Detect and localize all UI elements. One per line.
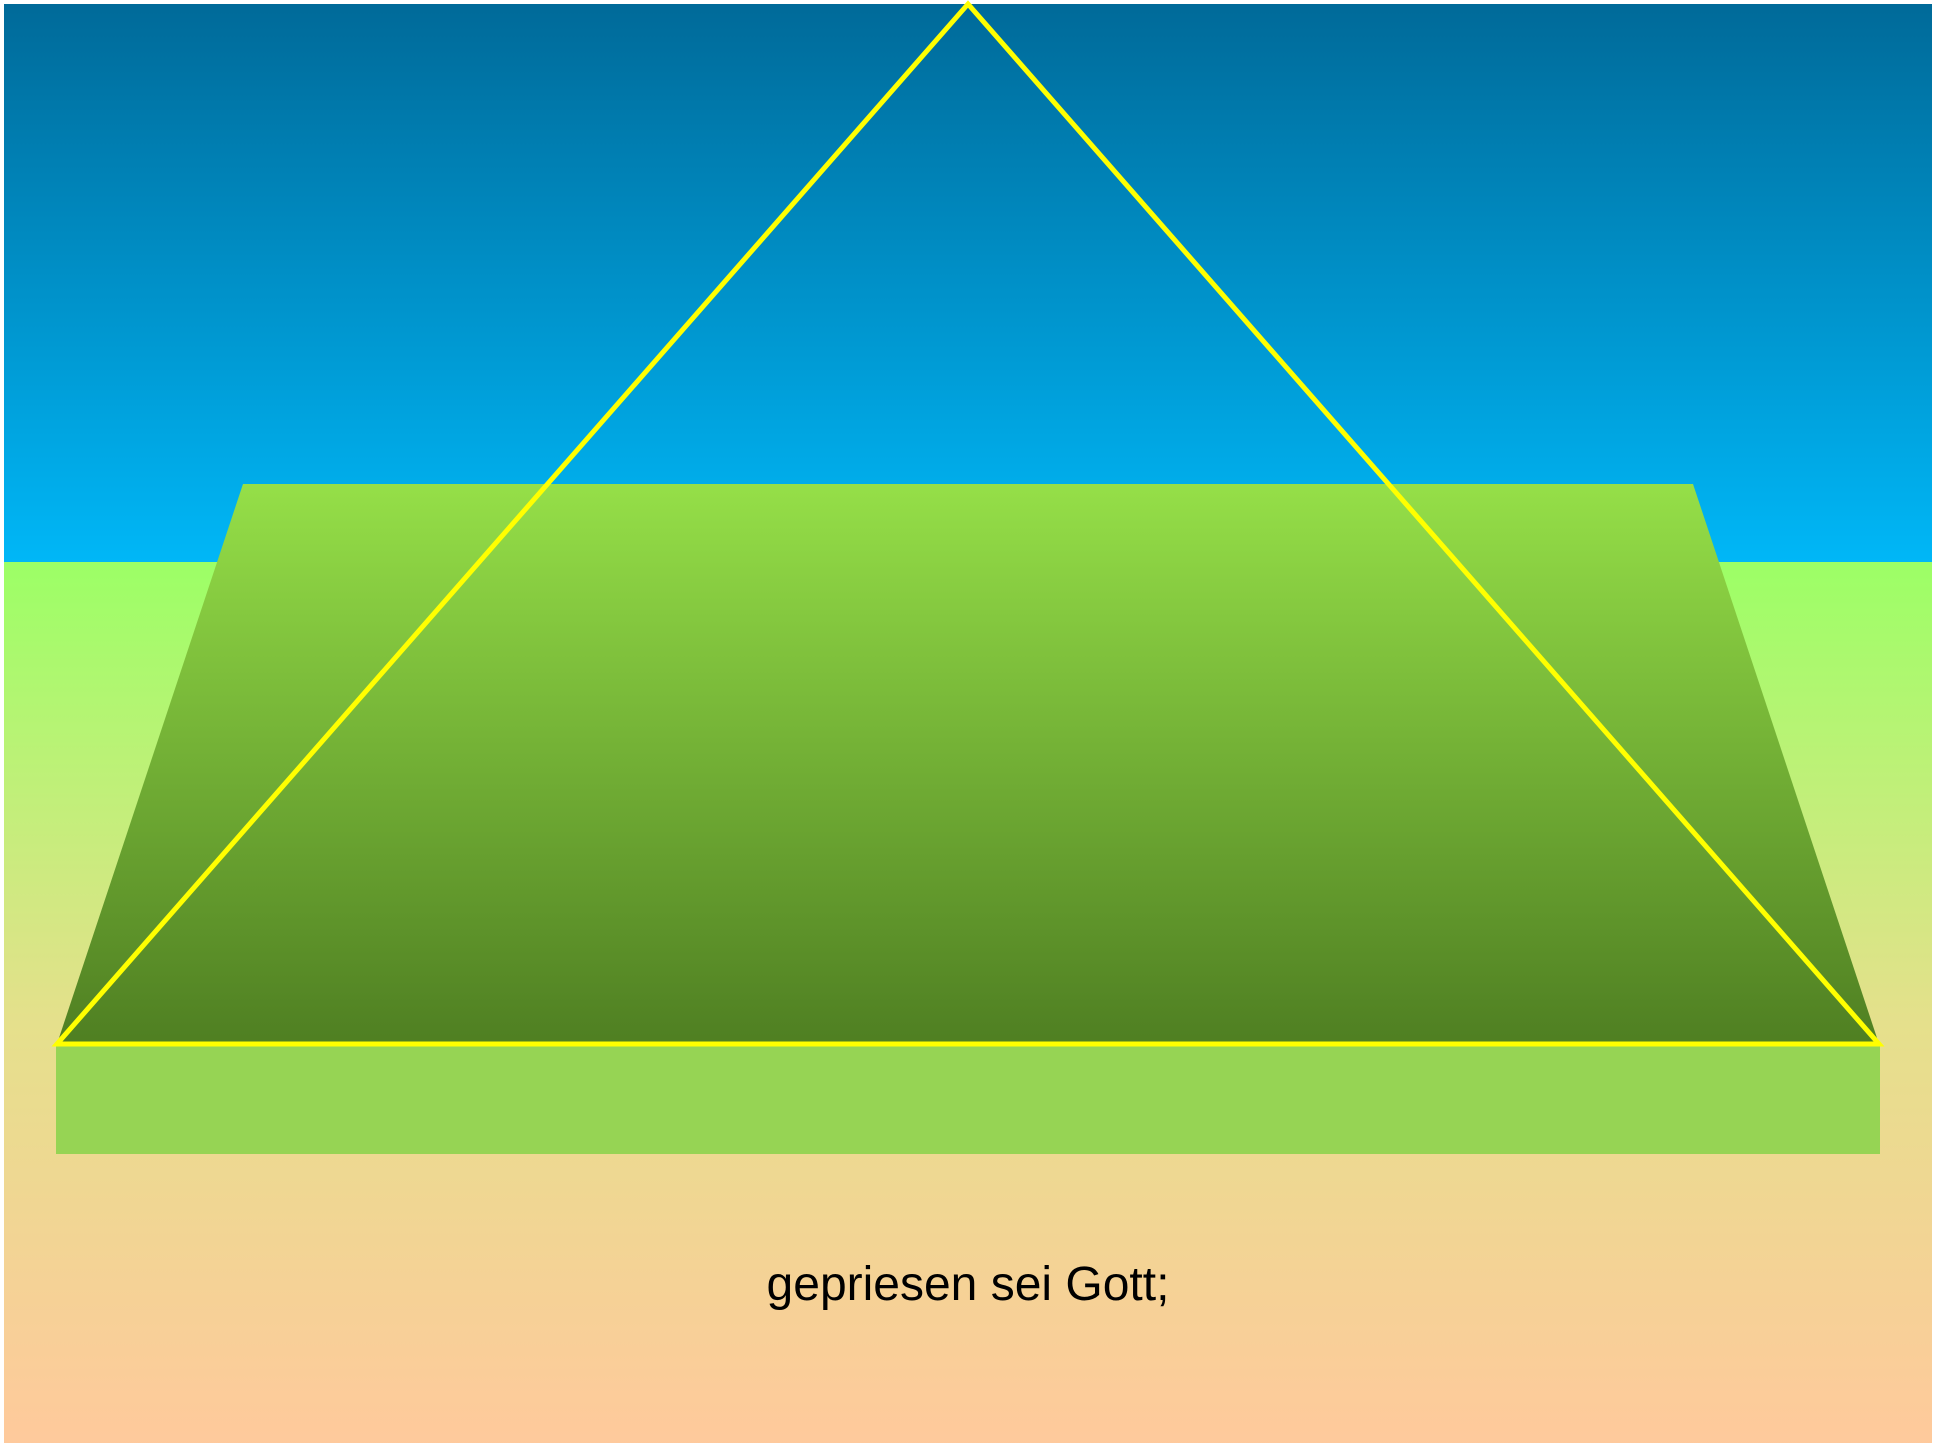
base-slab	[56, 1044, 1880, 1154]
sky	[4, 4, 1932, 562]
triangle-outline	[51, 0, 1885, 1047]
plateau	[57, 484, 1879, 1044]
caption: gepriesen sei Gott;	[766, 1258, 1170, 1311]
